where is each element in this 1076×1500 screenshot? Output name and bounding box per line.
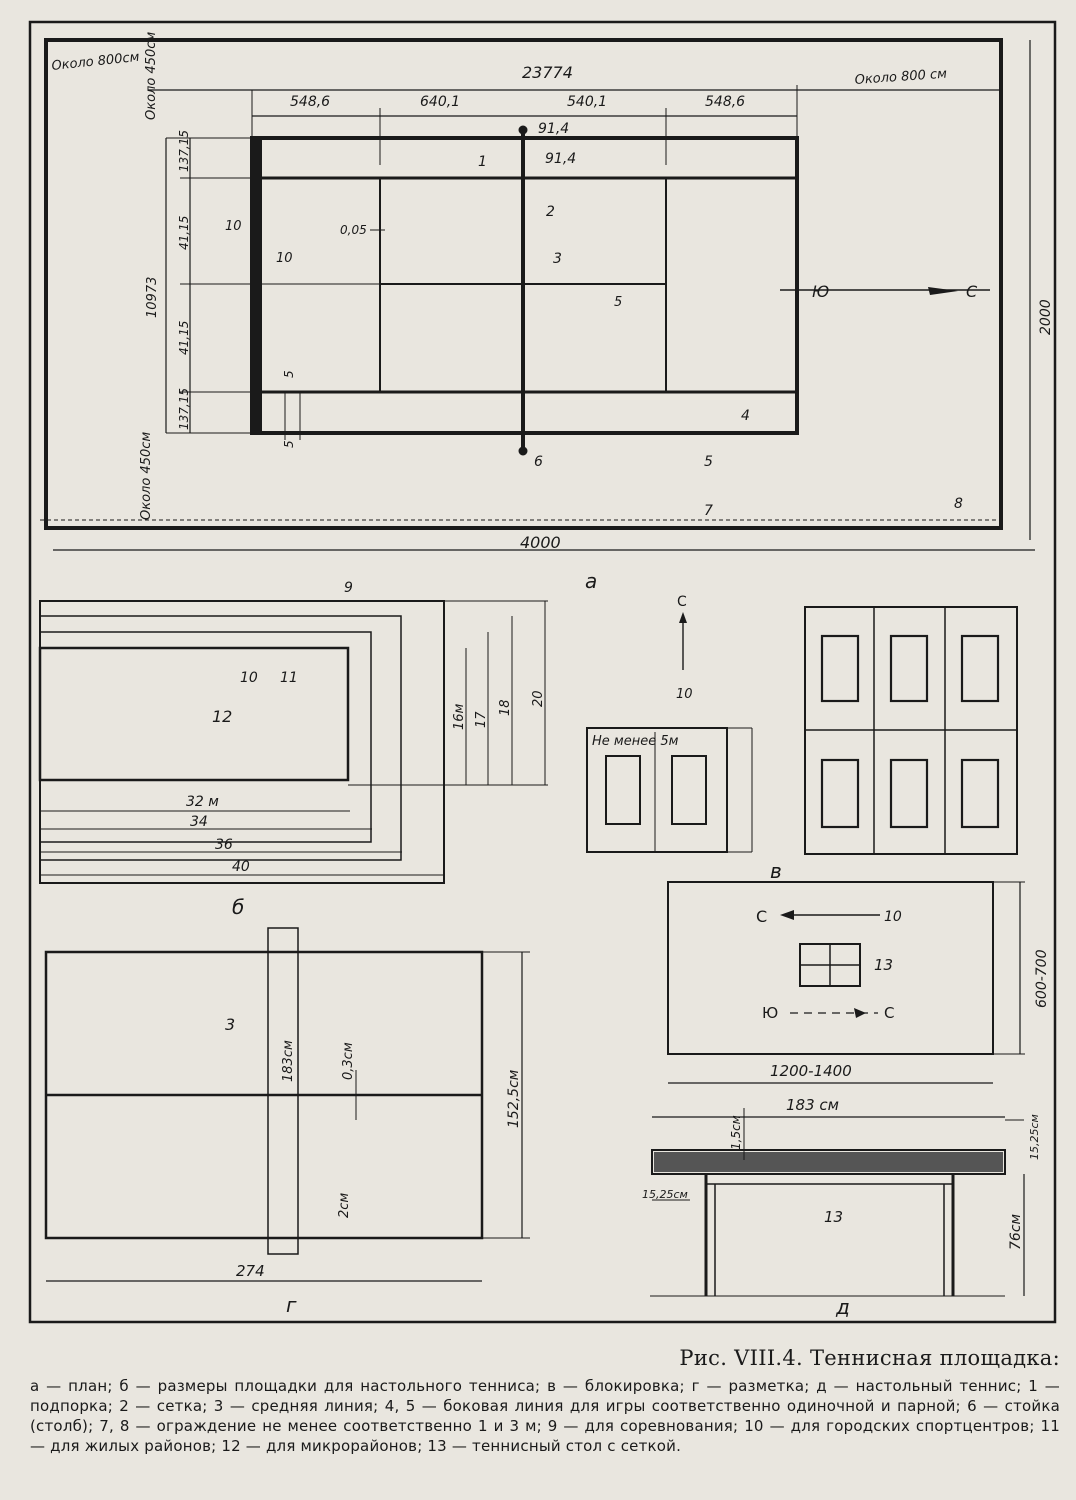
- dir-north: С: [966, 282, 978, 301]
- fig-v-north: С: [677, 594, 687, 610]
- dim-548-left: 548,6: [290, 94, 330, 110]
- dim-13715-top: 137,15: [177, 130, 191, 172]
- fig-g-dim-03: 0,3см: [341, 1042, 356, 1080]
- court-left-band: [252, 138, 262, 433]
- fig-d-label-13: 13: [874, 956, 893, 974]
- fig-g-marking: [44, 927, 530, 1282]
- fig-b-sizes: [38, 600, 548, 884]
- fig-d-table-13: 13: [824, 1208, 843, 1226]
- fig-v-not-less: Не менее 5м: [592, 734, 679, 749]
- around-800-right: Около 800 см: [854, 67, 947, 88]
- dim-640: 640,1: [420, 94, 460, 110]
- label-4: 4: [741, 408, 750, 424]
- dim-914-a: 91,4: [538, 121, 569, 137]
- dim-2000: 2000: [1038, 299, 1054, 335]
- dim-914-b: 91,4: [545, 151, 576, 167]
- fig-v-letter: в: [770, 859, 782, 883]
- dim-13715-bottom: 137,15: [177, 388, 191, 430]
- fig-d-south: Ю: [762, 1004, 778, 1022]
- fig-d-table-tennis: [650, 881, 1025, 1297]
- label-5-lower: 5: [704, 454, 713, 470]
- fig-d-letter: д: [835, 1295, 850, 1319]
- fig-b-label-11: 11: [280, 670, 298, 686]
- dim-total-length: 23774: [522, 63, 573, 82]
- dim-10-b: 10: [276, 251, 293, 266]
- dim-10973: 10973: [145, 277, 160, 318]
- fig-g-dim-183: 183см: [281, 1040, 296, 1082]
- fig-d-dim-1200-1400: 1200-1400: [770, 1062, 852, 1080]
- dim-005: 0,05: [340, 223, 367, 237]
- fig-d-dim-183: 183 см: [786, 1096, 839, 1114]
- label-8: 8: [954, 496, 963, 512]
- fig-d-dim-15: 1,5см: [729, 1115, 743, 1150]
- fig-b-letter: б: [232, 895, 244, 919]
- dim-540: 540,1: [567, 94, 607, 110]
- fig-d-dim-1525-right: 15,25см: [1028, 1114, 1041, 1160]
- dim-4000: 4000: [520, 533, 561, 552]
- dim-10-a: 10: [225, 219, 242, 234]
- fig-b-h18: 18: [498, 699, 513, 716]
- dim-5-a: 5: [282, 370, 296, 378]
- fig-v-label-10: 10: [676, 687, 693, 702]
- fig-b-w40: 40: [232, 859, 250, 875]
- fig-b-w32: 32 м: [186, 794, 219, 810]
- fig-b-w34: 34: [190, 814, 208, 830]
- fig-g-label-3: 3: [225, 1015, 235, 1034]
- fig-b-label-12: 12: [212, 707, 232, 726]
- table-top-hatch: [654, 1152, 1003, 1172]
- dim-4115-a: 41,15: [177, 216, 191, 250]
- fig-d-dim-1525-left: 15,25см: [642, 1188, 688, 1201]
- label-2: 2: [546, 204, 555, 220]
- fig-d-label-10: 10: [884, 909, 902, 925]
- fence-outer: [44, 38, 1003, 530]
- figure-caption: Рис. VIII.4. Теннисная площадка: а — пла…: [30, 1346, 1060, 1456]
- fig-g-letter: г: [286, 1293, 297, 1317]
- fig-b-label-10: 10: [240, 670, 258, 686]
- fig-g-dim-1525: 152,5см: [506, 1069, 522, 1128]
- fig-b-h17: 17: [474, 711, 489, 728]
- dim-4115-b: 41,15: [177, 321, 191, 355]
- fig-b-label-9: 9: [344, 580, 353, 596]
- fig-b-h20: 20: [531, 690, 546, 707]
- around-450-bottom: Около 450см: [139, 432, 154, 520]
- fig-b-h16: 16м: [452, 703, 467, 730]
- fig-d-north2: С: [884, 1004, 894, 1022]
- fig-b-w36: 36: [215, 837, 233, 853]
- around-800-left: Около 800см: [51, 50, 140, 74]
- figure-legend: а — план; б — размеры площадки для насто…: [30, 1377, 1060, 1455]
- fig-v-blocking: [586, 606, 1018, 855]
- figure-title: Рис. VIII.4. Теннисная площадка:: [679, 1346, 1060, 1370]
- label-1: 1: [478, 154, 487, 170]
- label-5-inner: 5: [614, 295, 622, 310]
- fig-a-letter: а: [585, 569, 597, 593]
- around-450-top: Около 450см: [144, 32, 159, 120]
- fig-d-dim-76: 76см: [1008, 1213, 1024, 1250]
- fig-a-plan: [40, 38, 1035, 551]
- label-7: 7: [704, 503, 713, 519]
- fig-g-dim-274: 274: [236, 1262, 265, 1280]
- page-frame: [28, 20, 1057, 1324]
- fig-d-dim-600-700: 600-700: [1034, 949, 1050, 1008]
- dim-548-right: 548,6: [705, 94, 745, 110]
- fig-d-north: С: [756, 907, 767, 926]
- dim-5-b: 5: [282, 440, 296, 448]
- label-3: 3: [553, 251, 562, 267]
- fig-g-dim-2: 2см: [337, 1193, 352, 1218]
- label-6: 6: [534, 454, 543, 470]
- dir-south: Ю: [812, 282, 829, 301]
